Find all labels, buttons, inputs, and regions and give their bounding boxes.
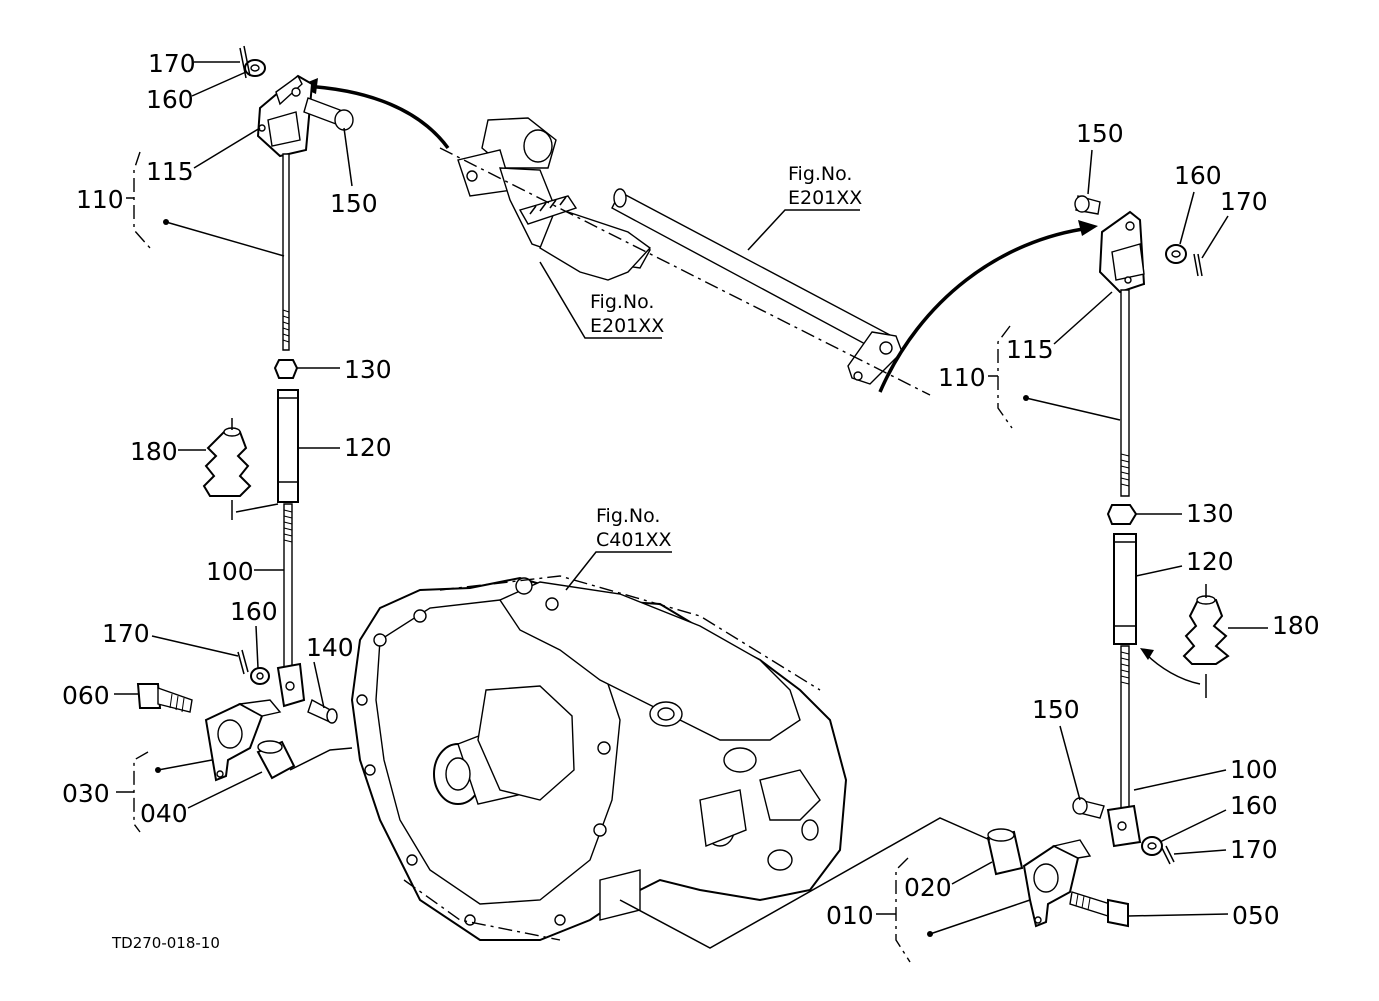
callout-160-top-right: 160 xyxy=(1174,161,1222,190)
callout-110-left: 110 xyxy=(76,185,124,214)
drawing-id: TD270-018-10 xyxy=(111,934,220,952)
left-rod-assembly xyxy=(136,45,354,782)
callout-115-right: 115 xyxy=(1006,335,1054,364)
callout-130-left: 130 xyxy=(344,355,392,384)
callout-040-left: 040 xyxy=(140,799,188,828)
callout-110-right: 110 xyxy=(938,363,986,392)
right-rod-assembly xyxy=(619,195,1230,949)
transmission-housing xyxy=(350,551,848,941)
callout-115-left: 115 xyxy=(146,157,194,186)
callout-160-bottom-left: 160 xyxy=(230,597,278,626)
arrow-head-top-right xyxy=(1078,220,1098,236)
callout-100-right: 100 xyxy=(1230,755,1278,784)
callout-140-left: 140 xyxy=(306,633,354,662)
callout-060-left: 060 xyxy=(62,681,110,710)
callout-050-right: 050 xyxy=(1232,901,1280,930)
pedal-assembly xyxy=(439,117,931,396)
callout-160-bottom-right: 160 xyxy=(1230,791,1278,820)
fig-ref-transmission-line2: C401XX xyxy=(596,529,672,551)
callout-010-right: 010 xyxy=(826,901,874,930)
callout-160-top-left: 160 xyxy=(146,85,194,114)
callout-100-left: 100 xyxy=(206,557,254,586)
fig-ref-top-line2: E201XX xyxy=(788,187,862,209)
callout-180-right: 180 xyxy=(1272,611,1320,640)
callout-170-top-right: 170 xyxy=(1220,187,1268,216)
arrow-top-left xyxy=(304,84,450,150)
fig-ref-pedal-line1: Fig.No. xyxy=(590,291,654,313)
callout-120-right: 120 xyxy=(1186,547,1234,576)
fig-ref-top-line1: Fig.No. xyxy=(788,163,852,185)
right-callouts: 150 160 170 115 110 130 120 180 150 100 … xyxy=(826,119,1320,963)
callout-180-left: 180 xyxy=(130,437,178,466)
left-callouts: 170 160 115 110 150 130 180 120 100 160 … xyxy=(62,49,392,833)
arrow-top-right xyxy=(878,226,1091,393)
callout-130-right: 130 xyxy=(1186,499,1234,528)
callout-020-right: 020 xyxy=(904,873,952,902)
callout-170-top-left: 170 xyxy=(148,49,196,78)
callout-150-bottom-right: 150 xyxy=(1032,695,1080,724)
callout-150-left: 150 xyxy=(330,189,378,218)
fig-ref-transmission-line1: Fig.No. xyxy=(596,505,660,527)
fig-ref-pedal-line2: E201XX xyxy=(590,315,664,337)
callout-170-bottom-left: 170 xyxy=(102,619,150,648)
callout-030-left: 030 xyxy=(62,779,110,808)
callout-170-bottom-right: 170 xyxy=(1230,835,1278,864)
callout-150-top-right: 150 xyxy=(1076,119,1124,148)
fig-references: Fig.No. E201XX Fig.No. E201XX Fig.No. C4… xyxy=(590,163,862,551)
callout-120-left: 120 xyxy=(344,433,392,462)
